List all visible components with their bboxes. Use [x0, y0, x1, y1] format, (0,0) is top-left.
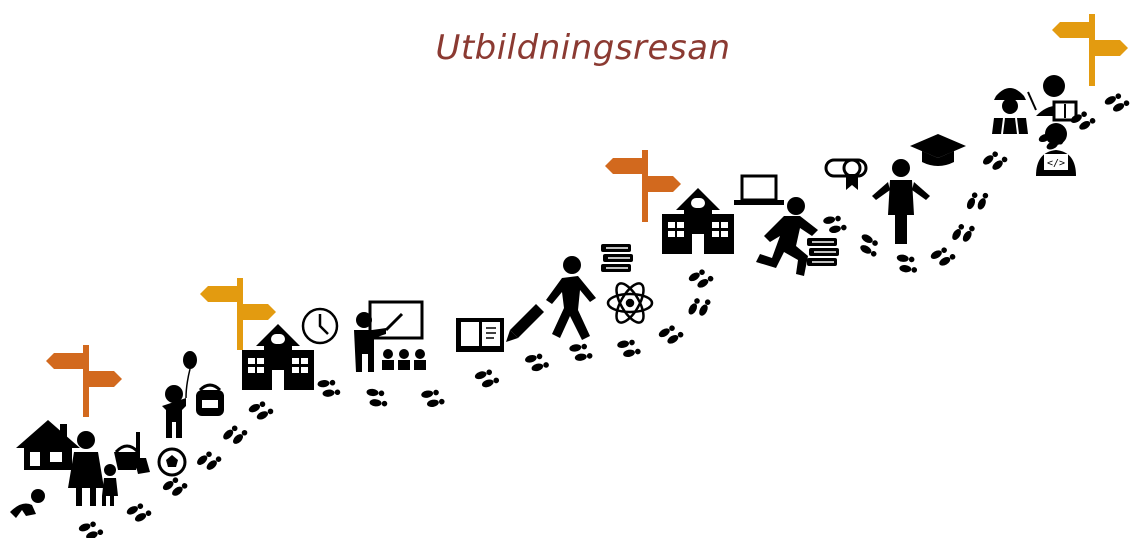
school-building-icon: [662, 188, 734, 254]
teacher-at-board-icon: [354, 300, 426, 372]
footprint-pair: [1070, 111, 1096, 130]
footprint-pair: [1038, 131, 1064, 150]
footprint-pair: [688, 269, 714, 288]
book-stack-icon: [806, 237, 840, 267]
house-icon: [16, 420, 80, 470]
pencil-icon: [506, 304, 544, 342]
footprint-pair: [952, 224, 975, 242]
signpost-1: [46, 345, 122, 417]
walking-student-icon: [546, 256, 596, 340]
svg-text:</>: </>: [1047, 158, 1065, 169]
footprint-pair: [317, 379, 341, 397]
teacher-with-book-icon: [1036, 75, 1078, 122]
footprint-pair: [823, 215, 847, 233]
backpack-icon: [196, 383, 224, 416]
parent-with-child-icon: [68, 431, 118, 506]
laptop-icon: [734, 174, 784, 205]
book-stack-icon: [600, 243, 634, 273]
footprint-pair: [860, 234, 878, 257]
graduation-cap-icon: [910, 134, 966, 166]
clock-icon: [301, 307, 339, 345]
signpost-4: [1052, 14, 1128, 86]
construction-worker-icon: [992, 88, 1037, 135]
footprint-pair: [474, 369, 500, 388]
footprint-pair: [223, 425, 248, 444]
diploma-icon: [824, 158, 868, 190]
footprint-pair: [617, 339, 641, 358]
footprint-pair: [930, 247, 956, 266]
child-with-balloon-icon: [162, 351, 197, 438]
footprint-pair: [658, 325, 684, 344]
footprint-pair: [248, 401, 274, 420]
soccer-ball-icon: [157, 447, 187, 477]
footprint-pair: [366, 388, 388, 407]
footprint-pair: [1104, 93, 1130, 112]
footprint-pair: [78, 521, 104, 538]
open-book-icon: [456, 318, 504, 352]
footprint-pair: [966, 192, 989, 210]
school-building-icon: [242, 324, 314, 390]
footprint-pair: [197, 451, 222, 470]
graduate-person-icon: [872, 159, 930, 244]
running-student-icon: [756, 197, 818, 276]
footprint-pair: [421, 389, 445, 407]
sand-bucket-icon: [114, 432, 150, 474]
footprint-pair: [126, 503, 152, 522]
signpost-3: [605, 150, 681, 222]
atom-icon: [606, 282, 654, 324]
footprint-pair: [525, 353, 549, 372]
footprint-pair: [162, 477, 188, 496]
footprint-pair: [896, 254, 918, 273]
footprint-pair: [983, 151, 1008, 170]
crawling-baby-icon: [10, 489, 45, 518]
footprint-pair: [688, 298, 711, 316]
programmer-icon: </>: [1036, 123, 1076, 176]
page-title: Utbildningsresan: [435, 28, 731, 68]
footprints-trail: [78, 93, 1130, 538]
footprint-pair: [569, 343, 593, 361]
